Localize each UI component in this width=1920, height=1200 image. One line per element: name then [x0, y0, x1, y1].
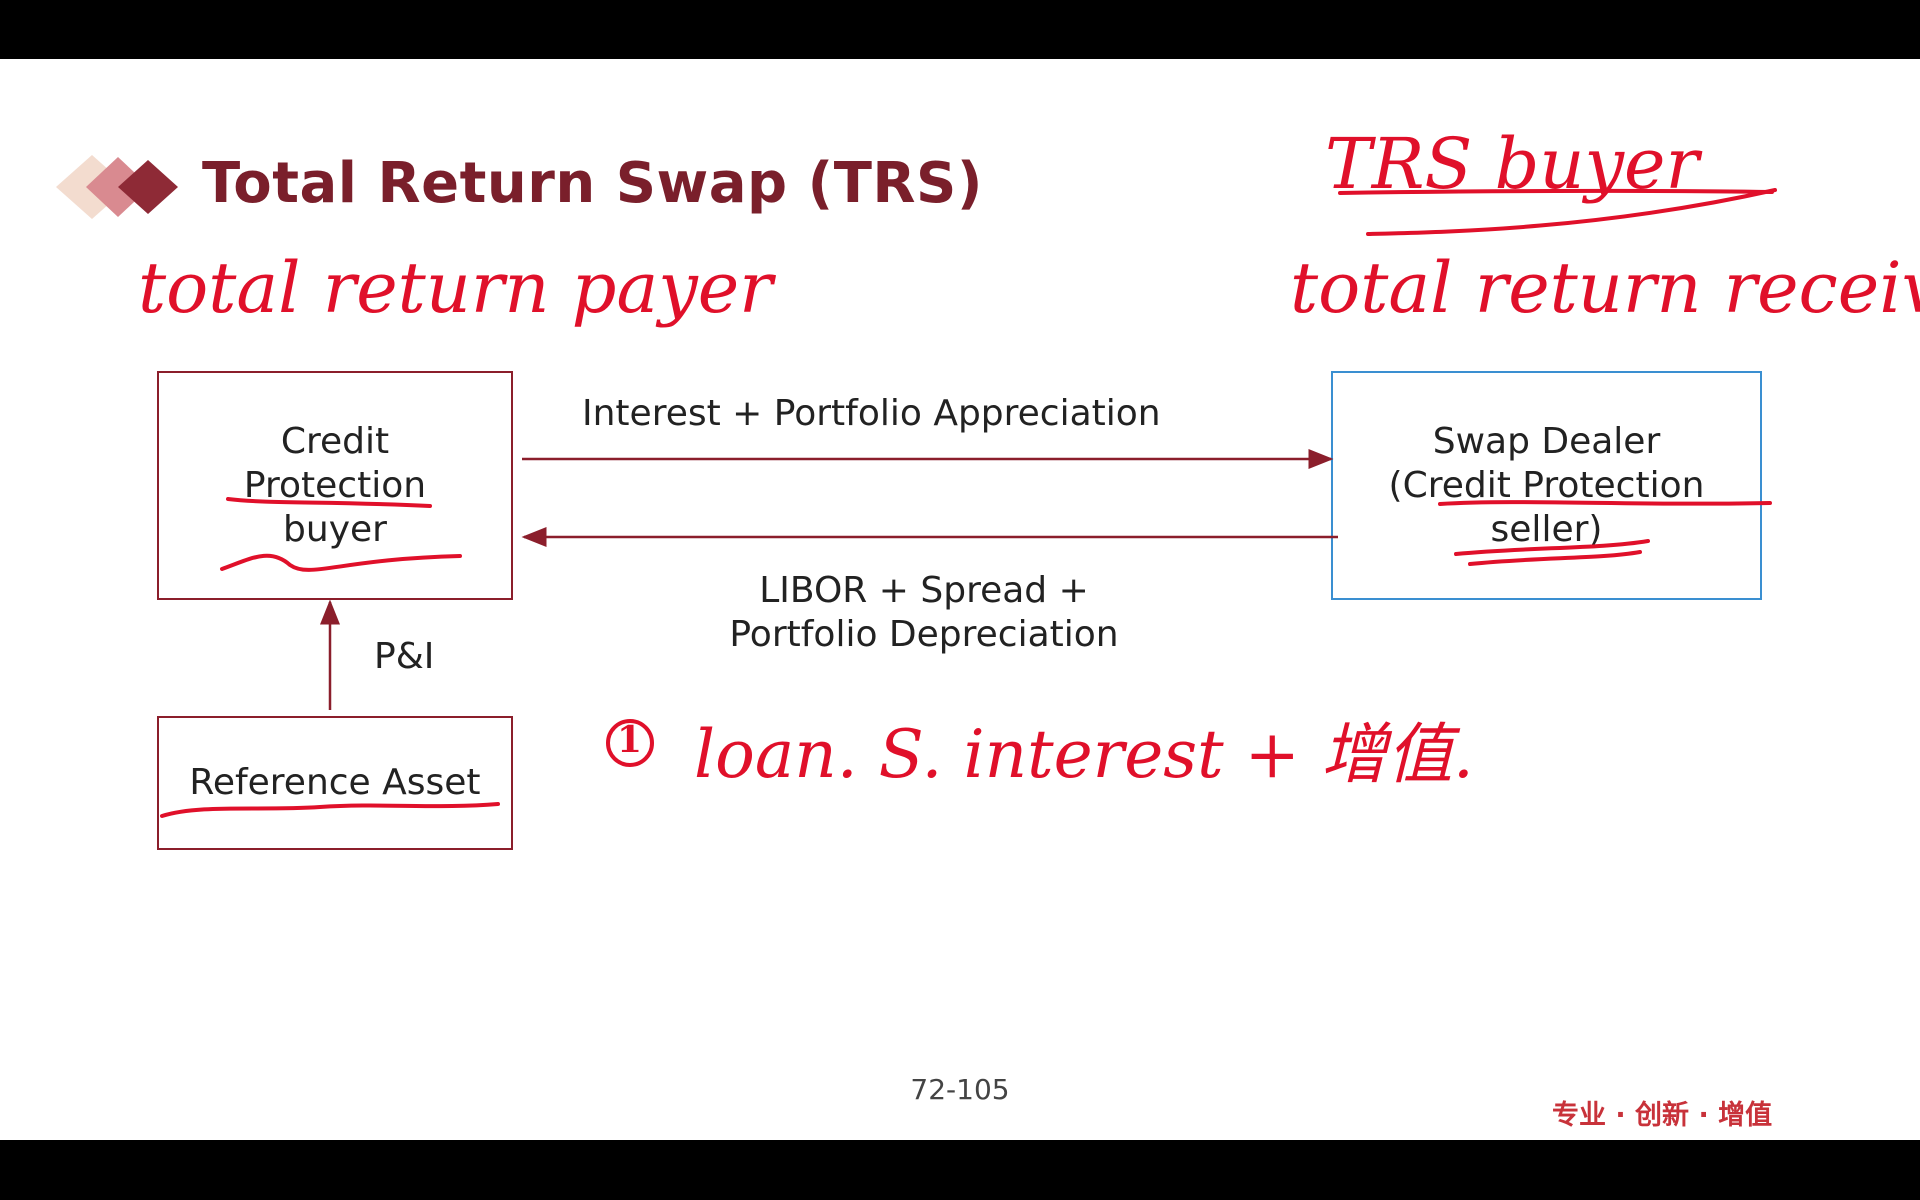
- page-title: Total Return Swap (TRS): [202, 151, 983, 216]
- slide: Total Return Swap (TRS) Credit Protectio…: [0, 59, 1920, 1140]
- diamond-bullet-icon: [56, 155, 178, 219]
- swap-dealer-box: Swap Dealer (Credit Protection seller): [1331, 371, 1762, 600]
- p-and-i-label: P&I: [374, 636, 435, 677]
- dealer-line-3: seller): [1490, 508, 1603, 550]
- dealer-line-2: (Credit Protection: [1388, 464, 1705, 506]
- interest-appreciation-label: Interest + Portfolio Appreciation: [582, 393, 1161, 434]
- libor-line-1: LIBOR + Spread +: [759, 570, 1089, 611]
- handwritten-circled-number: 1: [617, 719, 643, 761]
- credit-protection-buyer-box: Credit Protection buyer: [157, 371, 513, 600]
- libor-spread-label: LIBOR + Spread + Portfolio Depreciation: [692, 569, 1156, 657]
- reference-asset-label: Reference Asset: [189, 762, 481, 803]
- handwritten-trs-buyer: TRS buyer: [1325, 123, 1699, 205]
- buyer-line-1: Credit: [280, 420, 390, 462]
- buyer-line-3: buyer: [283, 508, 387, 550]
- handwritten-note: loan. S. interest + 增值.: [694, 716, 1474, 793]
- footer-slogan: 专业 · 创新 · 增值: [1552, 1100, 1773, 1131]
- libor-line-2: Portfolio Depreciation: [729, 614, 1119, 655]
- buyer-line-2: Protection: [243, 464, 427, 506]
- page-number: 72-105: [910, 1073, 1010, 1106]
- handwritten-total-return-payer: total return payer: [138, 247, 773, 329]
- handwritten-total-return-receiver: total return receiver: [1290, 247, 1920, 329]
- reference-asset-box: Reference Asset: [157, 716, 513, 850]
- dealer-line-1: Swap Dealer: [1432, 420, 1661, 462]
